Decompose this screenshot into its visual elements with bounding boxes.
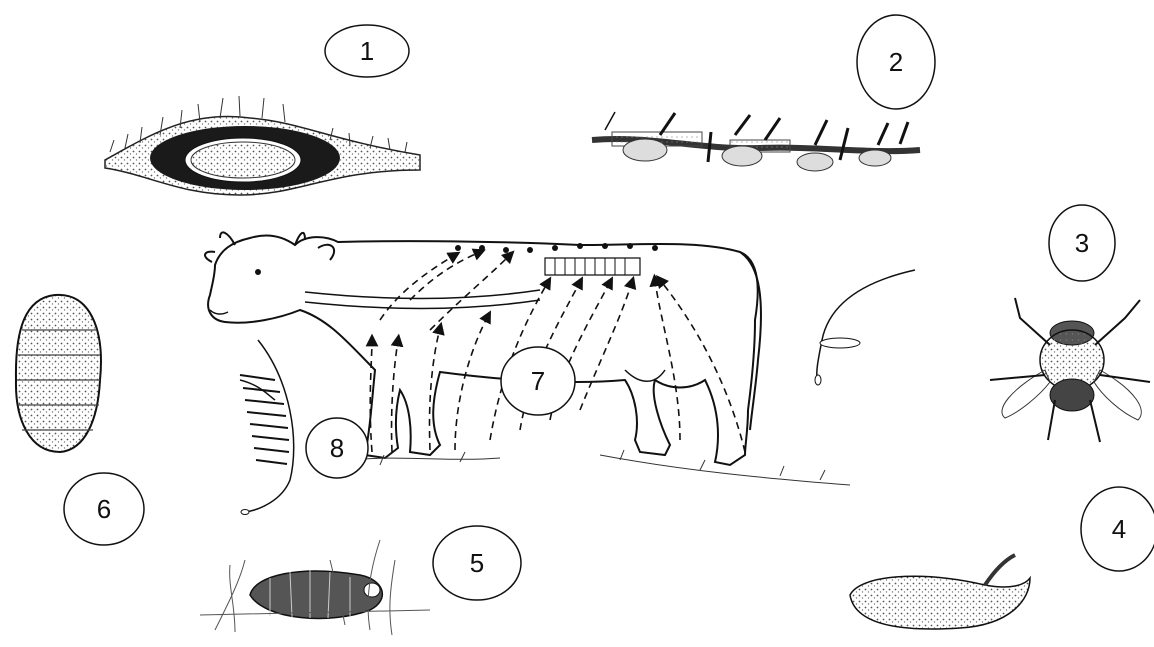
stage-4-pupa [850,555,1030,629]
label-1: 1 [360,36,374,66]
label-circle-4: 4 [1081,487,1154,571]
stage-3-adult-fly [990,298,1150,442]
label-6: 6 [97,494,111,524]
label-circle-8: 8 [306,418,368,478]
stage-6-grub [16,295,101,452]
hatched-larva [815,270,915,385]
label-circle-2: 2 [857,15,935,109]
stage-5-larva-in-grass [200,540,430,635]
label-circle-7: 7 [501,347,575,415]
label-circle-5: 5 [433,526,521,600]
label-4: 4 [1112,514,1126,544]
label-circle-1: 1 [325,25,409,77]
label-5: 5 [470,548,484,578]
label-2: 2 [889,47,903,77]
label-circle-6: 6 [64,473,144,545]
label-7: 7 [531,366,545,396]
label-circle-3: 3 [1049,205,1115,281]
stage-8-first-instar-larva [240,340,294,515]
stage-2-eggs-on-hair [592,112,920,171]
label-3: 3 [1075,228,1089,258]
stage-1-warble-cyst [105,96,420,195]
label-8: 8 [330,433,344,463]
